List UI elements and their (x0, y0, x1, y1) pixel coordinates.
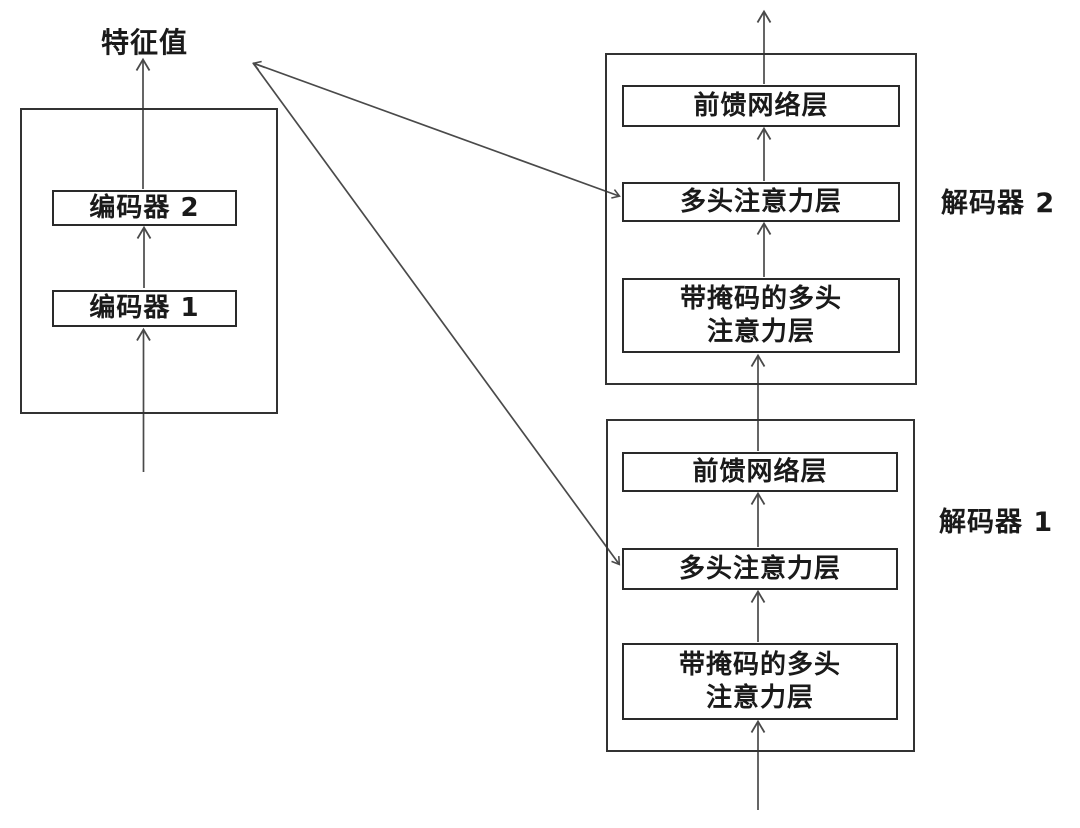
decoder2-feedforward-box: 前馈网络层 (622, 85, 900, 127)
encoder-to-decoder1-attention-arrow (252, 62, 621, 566)
encoder-1-box: 编码器 1 (52, 290, 237, 327)
decoder1-group-box (606, 419, 915, 752)
decoder2-group-box (605, 53, 917, 385)
encoder-2-box: 编码器 2 (52, 190, 237, 226)
decoder1-label: 解码器 1 (939, 507, 1054, 538)
encoder-group-box (20, 108, 278, 414)
decoder1-feedforward-box: 前馈网络层 (622, 452, 898, 492)
decoder2-label: 解码器 2 (941, 188, 1056, 219)
decoder2-multihead-attention-box: 多头注意力层 (622, 182, 900, 222)
decoder1-multihead-attention-box: 多头注意力层 (622, 548, 898, 590)
encoder-to-decoder2-attention-arrow (252, 62, 621, 199)
decoder2-masked-attention-box: 带掩码的多头 注意力层 (622, 278, 900, 353)
decoder1-masked-attention-box: 带掩码的多头 注意力层 (622, 643, 898, 720)
feature-value-label: 特征值 (101, 26, 189, 59)
